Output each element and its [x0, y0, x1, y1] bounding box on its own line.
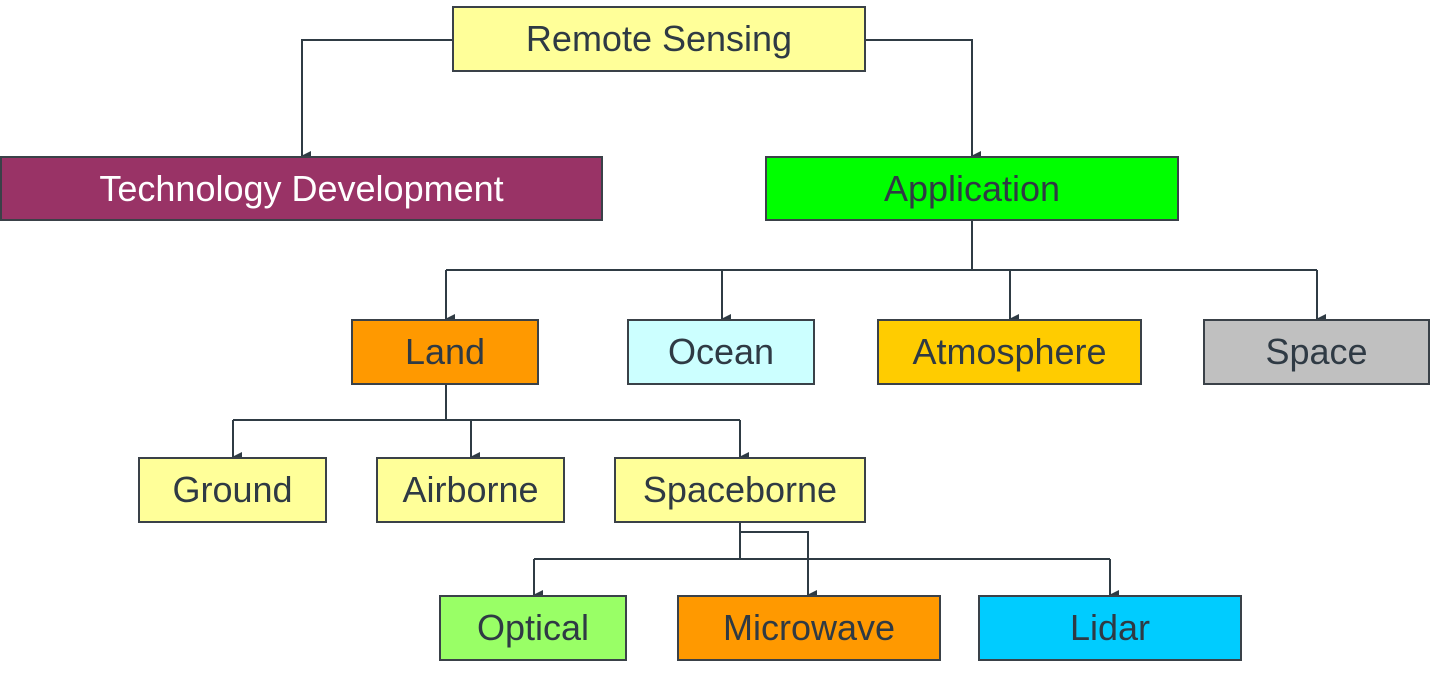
- node-spaceborne: Spaceborne: [614, 457, 866, 523]
- node-technology-development: Technology Development: [0, 156, 603, 221]
- node-lidar: Lidar: [978, 595, 1242, 661]
- node-optical: Optical: [439, 595, 627, 661]
- node-atmosphere: Atmosphere: [877, 319, 1142, 385]
- node-remote-sensing: Remote Sensing: [452, 6, 866, 72]
- edge-spaceborne-microwave: [740, 531, 817, 600]
- node-application: Application: [765, 156, 1179, 221]
- node-land: Land: [351, 319, 539, 385]
- node-microwave: Microwave: [677, 595, 941, 661]
- node-space: Space: [1203, 319, 1430, 385]
- edge-root-app: [866, 39, 981, 161]
- node-ocean: Ocean: [627, 319, 815, 385]
- node-ground: Ground: [138, 457, 327, 523]
- edge-root-tech: [301, 39, 452, 161]
- node-airborne: Airborne: [376, 457, 565, 523]
